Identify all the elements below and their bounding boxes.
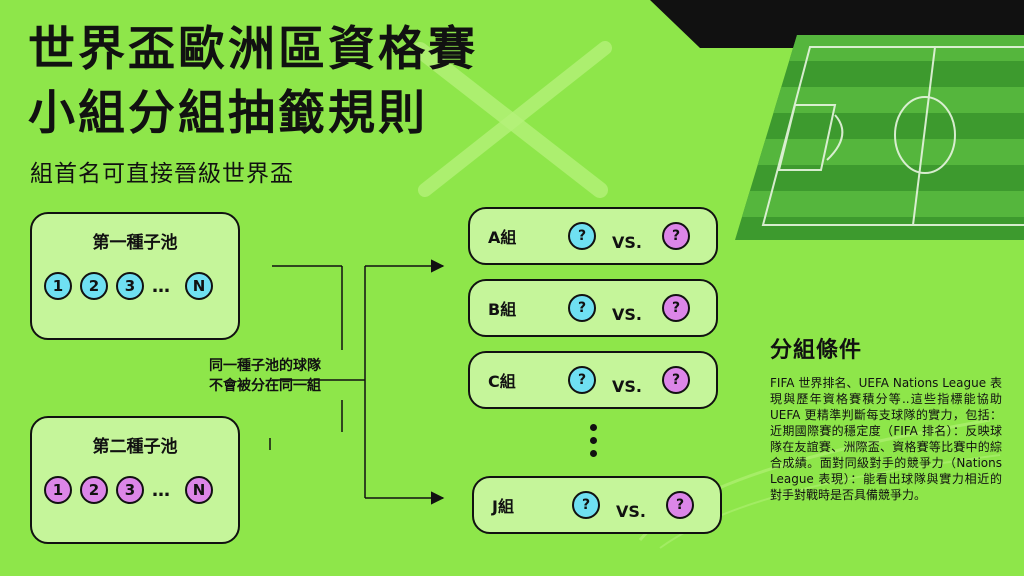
group-c-seed-1: ? bbox=[568, 366, 596, 394]
pool-rule-note-line-2: 不會被分在同一組 bbox=[209, 378, 321, 394]
group-j-vs: VS. bbox=[616, 502, 646, 521]
group-a-seed-1: ? bbox=[568, 222, 596, 250]
group-a-label: A組 bbox=[488, 228, 517, 247]
seed-pool-1-title: 第一種子池 bbox=[92, 233, 178, 253]
seed-pool-1: 第一種子池 1 2 3 … N bbox=[30, 212, 240, 340]
seed-pool-1-ball-3: 3 bbox=[116, 272, 144, 300]
group-j-seed-1: ? bbox=[572, 491, 600, 519]
group-b-box: B組 ? VS. ? bbox=[468, 279, 718, 337]
seed-pool-1-ball-1: 1 bbox=[44, 272, 72, 300]
conditions-title: 分組條件 bbox=[770, 338, 863, 363]
soccer-field-image bbox=[735, 35, 1024, 240]
group-c-seed-2: ? bbox=[662, 366, 690, 394]
seed-pool-2: 第二種子池 1 2 3 … N bbox=[30, 416, 240, 544]
seed-pool-2-ball-1: 1 bbox=[44, 476, 72, 504]
seed-pool-2-ball-2: 2 bbox=[80, 476, 108, 504]
seed-pool-1-ball-2: 2 bbox=[80, 272, 108, 300]
group-b-seed-2: ? bbox=[662, 294, 690, 322]
group-j-box: J組 ? VS. ? bbox=[472, 476, 722, 534]
page-title-line-2: 小組分組抽籤規則 bbox=[28, 86, 428, 141]
seed-pool-1-ball-n: N bbox=[185, 272, 213, 300]
seed-pool-1-ellipsis: … bbox=[152, 275, 171, 297]
group-j-seed-2: ? bbox=[666, 491, 694, 519]
group-a-seed-2: ? bbox=[662, 222, 690, 250]
group-b-vs: VS. bbox=[612, 305, 642, 324]
seed-pool-2-ball-n: N bbox=[185, 476, 213, 504]
page-title-line-1: 世界盃歐洲區資格賽 bbox=[28, 22, 478, 77]
group-a-vs: VS. bbox=[612, 233, 642, 252]
seed-pool-2-title: 第二種子池 bbox=[92, 437, 178, 457]
subtitle: 組首名可直接晉級世界盃 bbox=[30, 161, 294, 187]
group-j-label: J組 bbox=[492, 497, 514, 516]
groups-continuation-dots bbox=[588, 424, 600, 463]
group-a-box: A組 ? VS. ? bbox=[468, 207, 718, 265]
group-b-seed-1: ? bbox=[568, 294, 596, 322]
group-c-label: C組 bbox=[488, 372, 516, 391]
group-c-vs: VS. bbox=[612, 377, 642, 396]
conditions-text: FIFA 世界排名、UEFA Nations League 表現與歷年資格賽積分… bbox=[770, 376, 1002, 502]
pool-rule-note: 同一種子池的球隊 不會被分在同一組 bbox=[190, 356, 340, 396]
pool-rule-note-line-1: 同一種子池的球隊 bbox=[209, 358, 321, 374]
group-c-box: C組 ? VS. ? bbox=[468, 351, 718, 409]
group-b-label: B組 bbox=[488, 300, 517, 319]
seed-pool-2-ball-3: 3 bbox=[116, 476, 144, 504]
seed-pool-2-ellipsis: … bbox=[152, 479, 171, 501]
